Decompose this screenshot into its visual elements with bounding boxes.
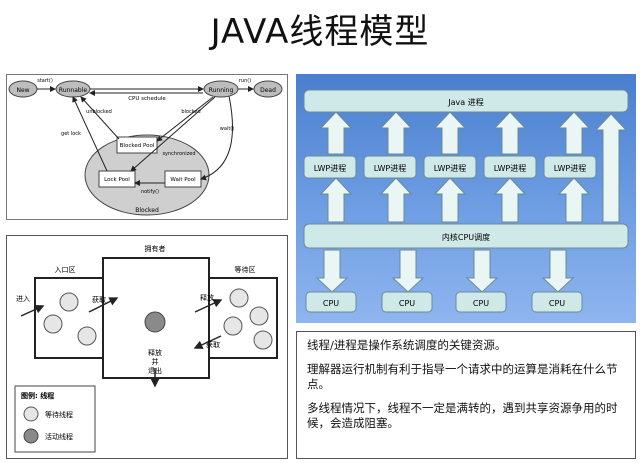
cpu-label: CPU [473, 299, 489, 308]
release-exit-label-1: 释放 [148, 348, 162, 357]
lwp-label: LWP进程 [434, 164, 466, 173]
active-thread [144, 311, 166, 333]
java-process-label: Java 进程 [447, 98, 483, 107]
waiting-thread [253, 330, 273, 350]
lwp-cpu-diagram: Java 进程 LWP进程 LWP进程 LWP进程 LWP进程 LWP进程 [296, 74, 636, 323]
lwp-label: LWP进程 [494, 164, 526, 173]
label-blocked: blocked [181, 109, 200, 115]
note-paragraph: 线程/进程是操作系统调度的关键资源。 [307, 338, 507, 352]
notes-box: 线程/进程是操作系统调度的关键资源。 理解器运行机制有利于指导一个请求中的运算是… [296, 331, 636, 459]
lwp-label: LWP进程 [554, 164, 586, 173]
lock-pool-box [98, 170, 136, 188]
legend-active-icon [23, 428, 39, 444]
java-process-box [303, 89, 629, 113]
owner-label: 拥有者 [145, 244, 166, 253]
state-new-label: New [16, 87, 29, 94]
cpu-label: CPU [399, 299, 415, 308]
label-get-lock: get lock [61, 131, 81, 137]
label-unblocked: unblocked [86, 109, 112, 115]
lock-pool-label: Lock Pool [104, 177, 130, 183]
label-run: run() [239, 78, 251, 84]
label-synchronized: synchronized [162, 151, 195, 157]
legend-waiting-label: 等待线程 [45, 410, 73, 419]
page-title: JAVA线程模型 [210, 12, 430, 52]
release-right-label: 释放 [200, 293, 214, 302]
monitor-svg: 拥有者 入口区 等待区 进入 获取 释放 获取 释放 并 退出 图例: 线程 等… [14, 244, 278, 453]
waiting-thread [59, 292, 79, 312]
kernel-scheduler-label: 内核CPU调度 [442, 232, 490, 242]
monitor-diagram: 拥有者 入口区 等待区 进入 获取 释放 获取 释放 并 退出 图例: 线程 等… [6, 235, 288, 459]
waiting-thread [43, 314, 63, 334]
thread-state-diagram: New Runnable Running Dead start() CPU sc… [6, 74, 288, 220]
legend-active-label: 活动线程 [45, 432, 73, 441]
acquire-right-label: 获取 [206, 340, 220, 349]
waiting-thread [77, 326, 97, 346]
legend-title: 图例: 线程 [21, 391, 54, 400]
acquire-left-label: 获取 [92, 295, 106, 304]
waiting-thread [229, 288, 249, 308]
state-dead-label: Dead [260, 87, 276, 94]
kernel-scheduler-box [303, 223, 629, 249]
blocked-label: Blocked [135, 207, 159, 214]
cpu-label: CPU [323, 299, 339, 308]
label-cpu-schedule: CPU schedule [128, 96, 166, 102]
state-running-label: Running [209, 87, 234, 94]
state-runnable-label: Runnable [59, 87, 87, 94]
wait-pool-label: Wait Pool [170, 177, 196, 183]
blocked-pool-box [116, 136, 158, 154]
up-arrows [319, 111, 628, 223]
release-exit-label-3: 退出 [148, 366, 162, 375]
label-wait: wait() [220, 126, 234, 132]
note-paragraph: 多线程情况下，线程不一定是满转的，遇到共享资源争用的时候，会造成阻塞。 [307, 401, 618, 430]
lwp-cpu-svg: Java 进程 LWP进程 LWP进程 LWP进程 LWP进程 LWP进程 [303, 89, 629, 313]
blocked-pool-label: Blocked Pool [120, 143, 155, 149]
waiting-thread [223, 316, 243, 336]
lwp-row: LWP进程 LWP进程 LWP进程 LWP进程 LWP进程 [303, 155, 597, 179]
enter-label: 进入 [16, 295, 30, 303]
entry-set-label: 入口区 [55, 266, 76, 274]
wait-set-label: 等待区 [235, 265, 256, 274]
label-start: start() [37, 78, 53, 84]
lwp-label: LWP进程 [314, 164, 346, 173]
state-dead [253, 80, 283, 98]
legend-waiting-icon [23, 406, 39, 422]
down-arrows [315, 249, 575, 293]
lwp-label: LWP进程 [374, 164, 406, 173]
thread-state-svg: New Runnable Running Dead start() CPU sc… [8, 78, 283, 216]
cpu-row: CPU CPU CPU CPU [305, 291, 583, 313]
release-exit-label-2: 并 [152, 357, 159, 366]
cpu-label: CPU [549, 299, 565, 308]
note-paragraph: 理解器运行机制有利于指导一个请求中的运算是消耗在什么节点。 [307, 362, 618, 391]
label-notify: notify() [141, 189, 159, 195]
waiting-thread [249, 306, 269, 326]
